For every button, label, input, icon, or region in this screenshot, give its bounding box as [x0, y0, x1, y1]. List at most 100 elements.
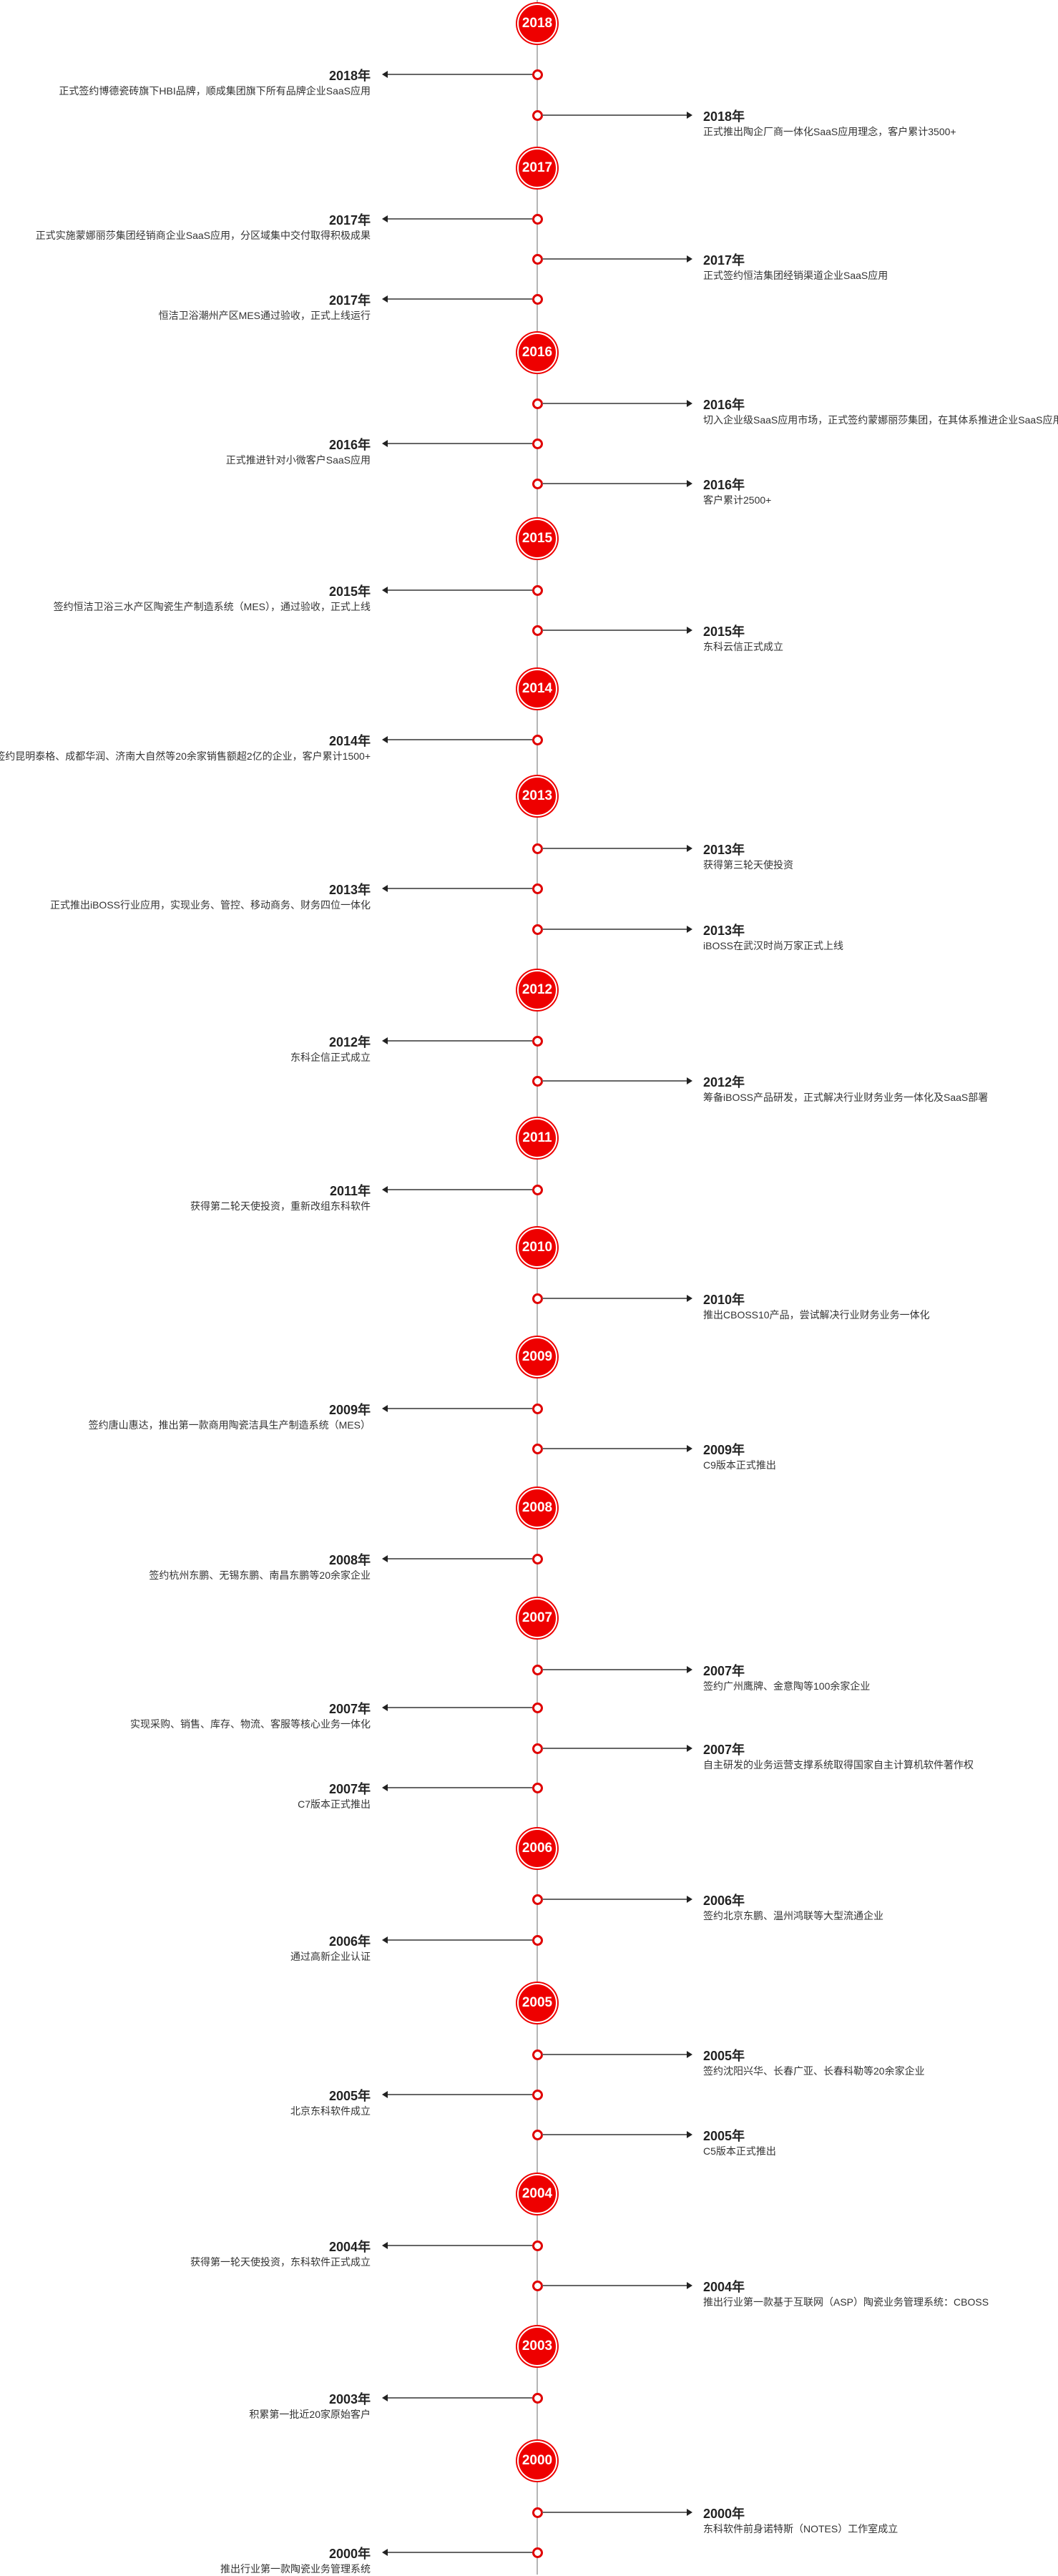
- event-description: 签约唐山惠达，推出第一款商用陶瓷洁具生产制造系统（MES）: [88, 1419, 371, 1431]
- event-year: 2013年: [703, 843, 745, 857]
- connector-line: [388, 1040, 532, 1042]
- year-badge[interactable]: 2011: [517, 1118, 557, 1158]
- event-description: 签约广州鹰牌、金意陶等100余家企业: [703, 1680, 871, 1692]
- timeline-node: [532, 883, 543, 894]
- event-description: 正式推出陶企厂商一体化SaaS应用理念，客户累计3500+: [703, 126, 956, 137]
- year-badge[interactable]: 2015: [517, 519, 557, 559]
- event-year: 2018年: [703, 109, 745, 124]
- connector-line: [388, 1707, 532, 1708]
- event-text: 2011年获得第二轮天使投资，重新改组东科软件: [190, 1183, 371, 1213]
- timeline-node: [532, 1036, 543, 1047]
- year-badge[interactable]: 2013: [517, 776, 557, 816]
- event-year: 2003年: [328, 2392, 371, 2406]
- event-year: 2016年: [703, 398, 745, 412]
- event-description: 正式推进针对小微客户SaaS应用: [225, 454, 371, 466]
- event-year: 2018年: [328, 69, 371, 83]
- event-text: 2016年切入企业级SaaS应用市场，正式签约蒙娜丽莎集团，在其体系推进企业Sa…: [703, 397, 1058, 427]
- arrow-left-icon: [382, 587, 388, 594]
- arrow-left-icon: [382, 2091, 388, 2098]
- year-badge[interactable]: 2009: [517, 1337, 557, 1377]
- year-badge[interactable]: 2003: [517, 2326, 557, 2366]
- year-badge[interactable]: 2018: [517, 4, 557, 44]
- event-year: 2007年: [703, 1664, 745, 1678]
- timeline-node: [532, 2130, 543, 2140]
- timeline-node: [532, 214, 543, 225]
- arrow-left-icon: [382, 1037, 388, 1044]
- connector-line: [542, 1080, 687, 1082]
- year-badge[interactable]: 2005: [517, 1983, 557, 2023]
- arrow-left-icon: [382, 1405, 388, 1412]
- timeline-node: [532, 2049, 543, 2060]
- arrow-right-icon: [687, 2509, 692, 2516]
- timeline-node: [532, 2090, 543, 2100]
- arrow-right-icon: [687, 1745, 692, 1752]
- event-description: C5版本正式推出: [703, 2145, 776, 2157]
- timeline-node: [532, 1554, 543, 1564]
- arrow-left-icon: [382, 440, 388, 447]
- connector-line: [542, 2512, 687, 2513]
- event-text: 2017年恒洁卫浴潮州产区MES通过验收，正式上线运行: [159, 293, 371, 323]
- event-year: 2007年: [328, 1782, 371, 1796]
- event-text: 2013年正式推出iBOSS行业应用，实现业务、管控、移动商务、财务四位一体化: [50, 882, 371, 912]
- connector-line: [388, 1558, 532, 1559]
- event-description: 正式实施蒙娜丽莎集团经销商企业SaaS应用，分区域集中交付取得积极成果: [35, 230, 371, 241]
- event-description: 北京东科软件成立: [290, 2105, 371, 2117]
- event-description: 获得第三轮天使投资: [703, 859, 793, 871]
- arrow-right-icon: [687, 1295, 692, 1302]
- year-badge[interactable]: 2016: [517, 333, 557, 373]
- event-year: 2010年: [703, 1293, 745, 1307]
- event-description: 筹备iBOSS产品研发，正式解决行业财务业务一体化及SaaS部署: [703, 1092, 989, 1103]
- event-text: 2007年自主研发的业务运营支撑系统取得国家自主计算机软件著作权: [703, 1742, 974, 1772]
- event-text: 2017年正式签约恒洁集团经销渠道企业SaaS应用: [703, 253, 888, 283]
- connector-line: [388, 589, 532, 591]
- timeline-node: [532, 1444, 543, 1454]
- year-badge[interactable]: 2008: [517, 1488, 557, 1528]
- year-badge[interactable]: 2007: [517, 1598, 557, 1638]
- event-year: 2015年: [328, 584, 371, 599]
- year-badge[interactable]: 2006: [517, 1828, 557, 1869]
- event-text: 2009年签约唐山惠达，推出第一款商用陶瓷洁具生产制造系统（MES）: [89, 1402, 371, 1432]
- timeline-node: [532, 843, 543, 854]
- event-text: 2003年积累第一批近20家原始客户: [249, 2391, 371, 2421]
- event-text: 2015年签约恒洁卫浴三水产区陶瓷生产制造系统（MES），通过验收，正式上线: [54, 584, 371, 614]
- event-text: 2015年东科云信正式成立: [703, 624, 783, 654]
- timeline-node: [532, 254, 543, 265]
- timeline-node: [532, 398, 543, 409]
- connector-line: [542, 1298, 687, 1299]
- timeline-node: [532, 294, 543, 305]
- year-badge[interactable]: 2000: [517, 2441, 557, 2481]
- arrow-left-icon: [382, 2242, 388, 2249]
- year-badge[interactable]: 2014: [517, 669, 557, 709]
- timeline-node: [532, 1935, 543, 1946]
- year-badge[interactable]: 2012: [517, 970, 557, 1010]
- event-description: 签约北京东鹏、温州鸿联等大型流通企业: [703, 1910, 883, 1921]
- timeline-node: [532, 2507, 543, 2518]
- year-badge[interactable]: 2004: [517, 2174, 557, 2214]
- timeline-node: [532, 2547, 543, 2558]
- event-text: 2006年签约北京东鹏、温州鸿联等大型流通企业: [703, 1893, 883, 1923]
- event-text: 2018年正式推出陶企厂商一体化SaaS应用理念，客户累计3500+: [703, 109, 956, 139]
- event-description: 正式推出iBOSS行业应用，实现业务、管控、移动商务、财务四位一体化: [49, 899, 371, 911]
- event-text: 2016年客户累计2500+: [703, 477, 771, 507]
- connector-line: [388, 1787, 532, 1788]
- connector-line: [542, 2285, 687, 2286]
- year-badge[interactable]: 2017: [517, 148, 557, 188]
- event-year: 2013年: [328, 883, 371, 897]
- connector-line: [542, 848, 687, 849]
- year-badge[interactable]: 2010: [517, 1228, 557, 1268]
- timeline-node: [532, 1185, 543, 1195]
- event-description: 自主研发的业务运营支撑系统取得国家自主计算机软件著作权: [703, 1759, 974, 1771]
- arrow-left-icon: [382, 215, 388, 222]
- arrow-left-icon: [382, 885, 388, 892]
- event-text: 2000年东科软件前身诺特斯（NOTES）工作室成立: [703, 2506, 898, 2536]
- arrow-left-icon: [382, 1186, 388, 1193]
- connector-line: [542, 114, 687, 116]
- timeline-node: [532, 735, 543, 745]
- event-description: 推出CBOSS10产品，尝试解决行业财务业务一体化: [703, 1309, 930, 1321]
- event-year: 2005年: [328, 2089, 371, 2103]
- event-year: 2004年: [328, 2240, 371, 2254]
- arrow-left-icon: [382, 295, 388, 303]
